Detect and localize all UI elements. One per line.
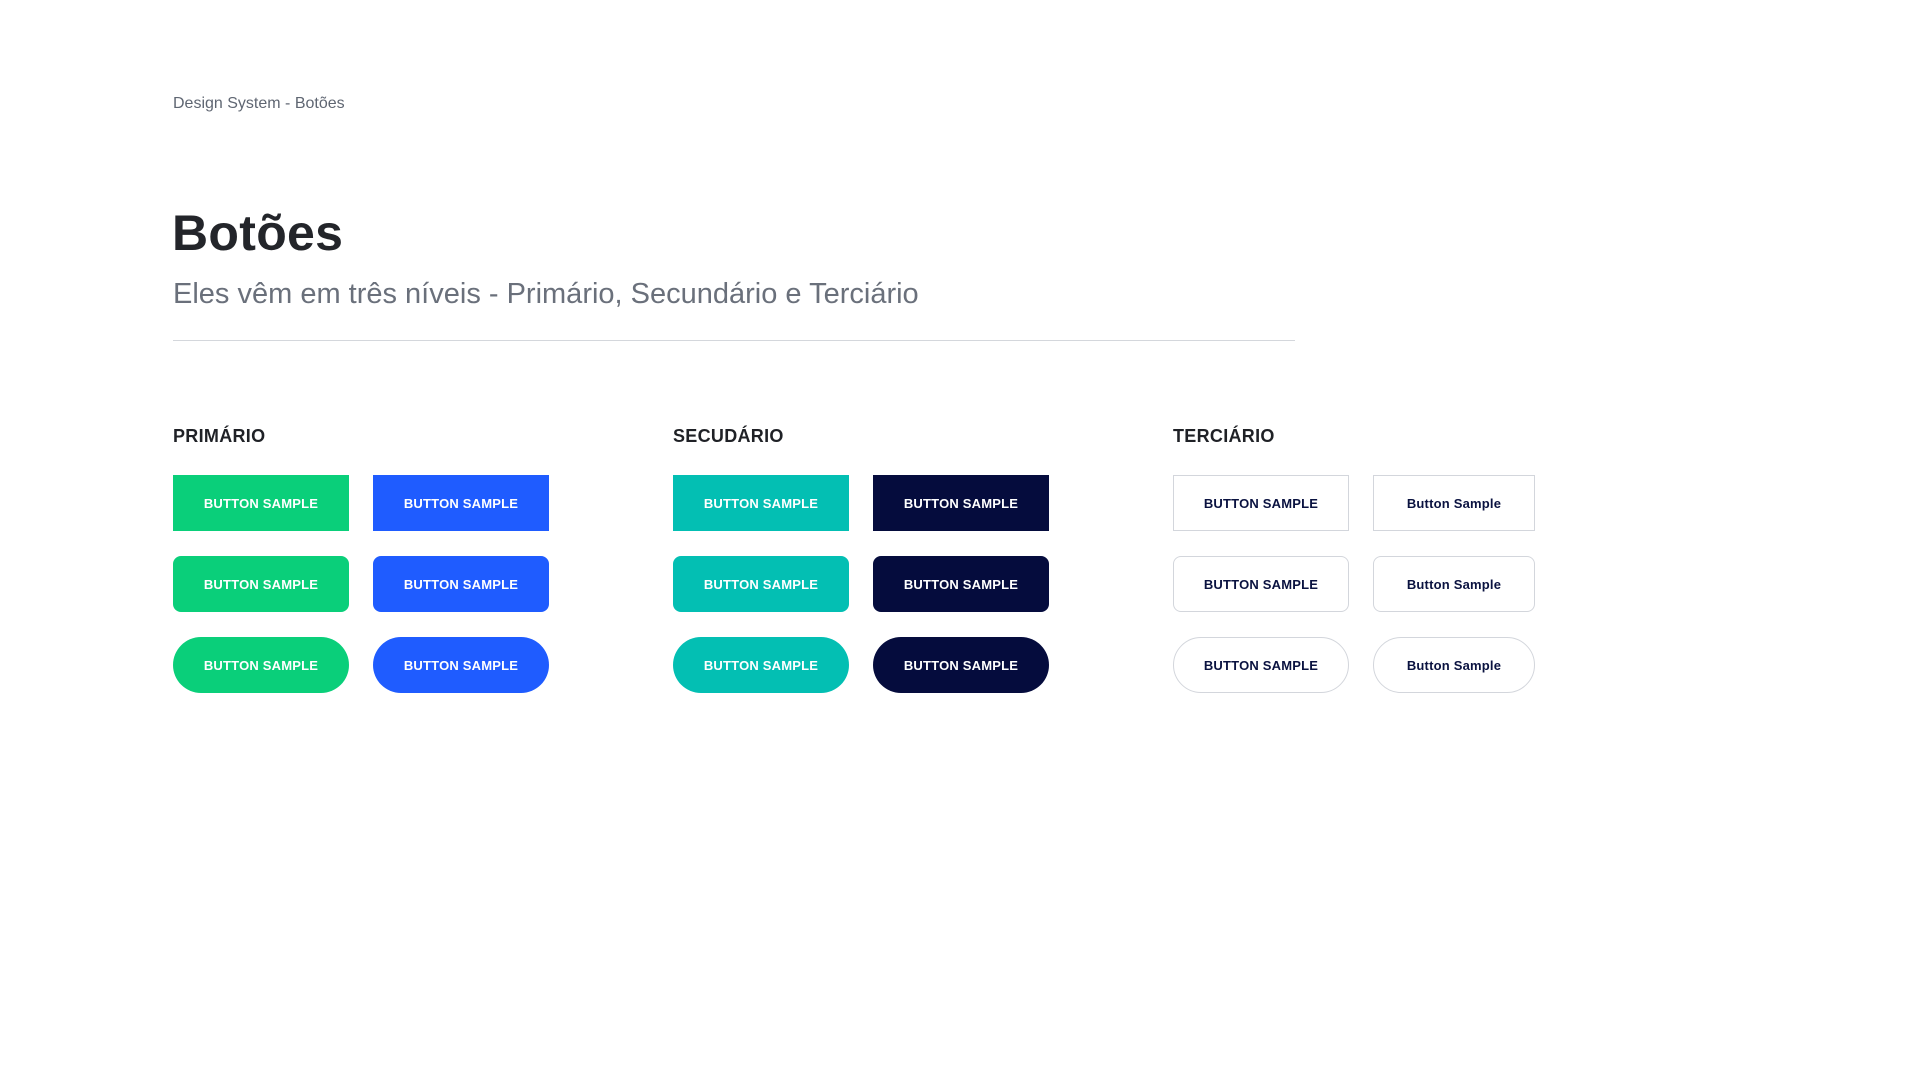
tertiary-titlecase-pill-button[interactable]: Button Sample <box>1373 637 1535 693</box>
tertiary-uppercase-square-button[interactable]: BUTTON SAMPLE <box>1173 475 1349 531</box>
tertiary-titlecase-rounded-button[interactable]: Button Sample <box>1373 556 1535 612</box>
primary-blue-pill-button[interactable]: BUTTON SAMPLE <box>373 637 549 693</box>
tertiary-uppercase-pill-button[interactable]: BUTTON SAMPLE <box>1173 637 1349 693</box>
secondary-teal-rounded-button[interactable]: BUTTON SAMPLE <box>673 556 849 612</box>
divider <box>173 340 1295 341</box>
secondary-teal-square-button[interactable]: BUTTON SAMPLE <box>673 475 849 531</box>
secondary-teal-pill-button[interactable]: BUTTON SAMPLE <box>673 637 849 693</box>
secondary-navy-pill-button[interactable]: BUTTON SAMPLE <box>873 637 1049 693</box>
section-label-primary: PRIMÁRIO <box>173 426 266 446</box>
page-title: Botões <box>172 205 344 261</box>
secondary-navy-square-button[interactable]: BUTTON SAMPLE <box>873 475 1049 531</box>
secondary-navy-rounded-button[interactable]: BUTTON SAMPLE <box>873 556 1049 612</box>
breadcrumb: Design System - Botões <box>173 95 345 112</box>
primary-green-rounded-button[interactable]: BUTTON SAMPLE <box>173 556 349 612</box>
primary-green-square-button[interactable]: BUTTON SAMPLE <box>173 475 349 531</box>
primary-blue-square-button[interactable]: BUTTON SAMPLE <box>373 475 549 531</box>
primary-green-pill-button[interactable]: BUTTON SAMPLE <box>173 637 349 693</box>
section-label-tertiary: TERCIÁRIO <box>1173 426 1275 446</box>
primary-blue-rounded-button[interactable]: BUTTON SAMPLE <box>373 556 549 612</box>
page-subtitle: Eles vêm em três níveis - Primário, Secu… <box>173 278 919 310</box>
tertiary-titlecase-square-button[interactable]: Button Sample <box>1373 475 1535 531</box>
section-label-secondary: SECUDÁRIO <box>673 426 784 446</box>
tertiary-uppercase-rounded-button[interactable]: BUTTON SAMPLE <box>1173 556 1349 612</box>
